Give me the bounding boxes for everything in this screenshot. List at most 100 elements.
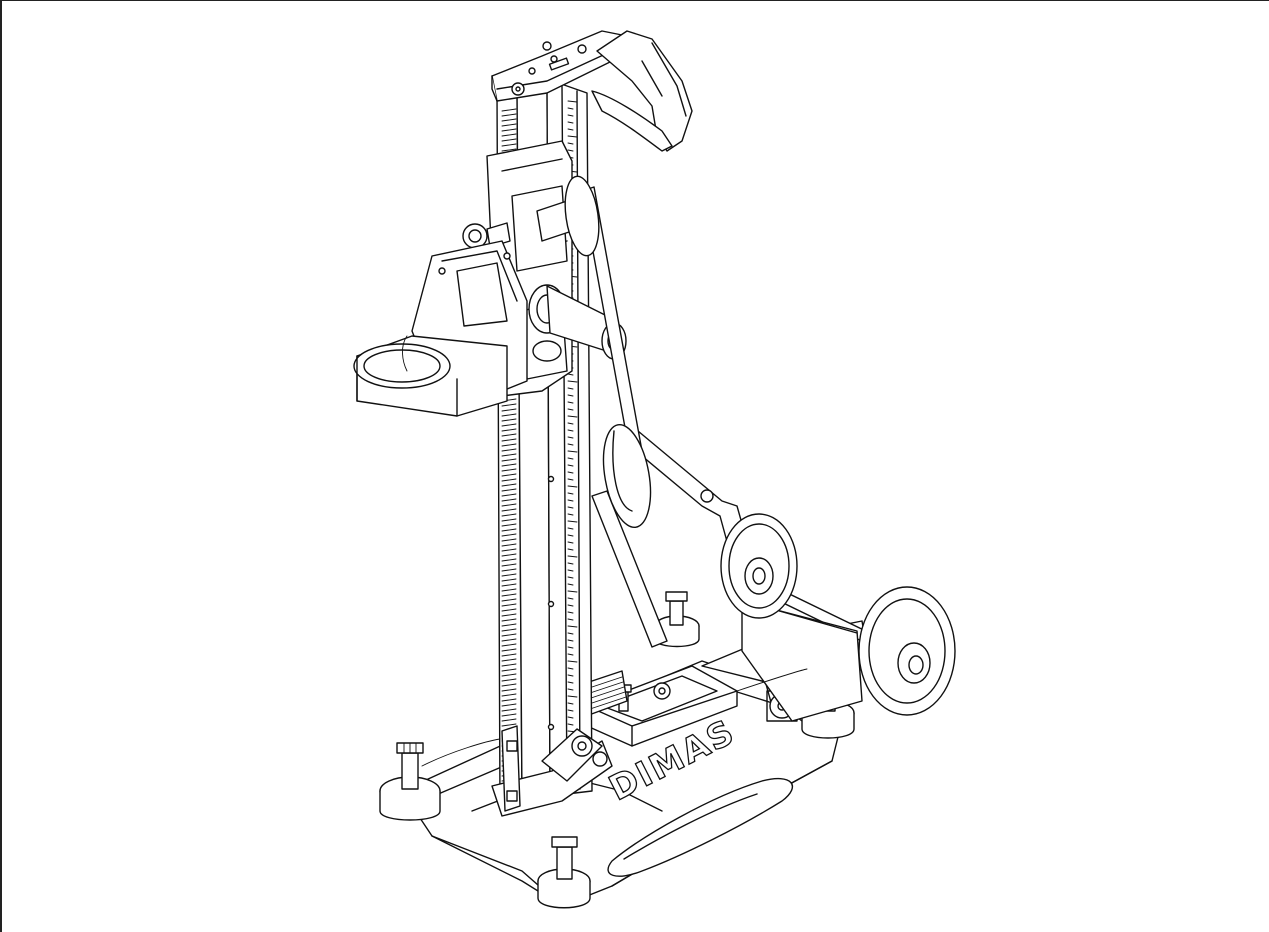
rack-tooth xyxy=(501,703,517,707)
scale-tick xyxy=(567,709,574,712)
rack-tooth xyxy=(501,428,517,432)
rack-tooth xyxy=(501,458,517,462)
rack-tooth xyxy=(501,533,517,537)
scale-tick xyxy=(567,632,574,635)
wheel-rear xyxy=(720,513,798,619)
scale-tick xyxy=(567,695,578,698)
rack-tooth xyxy=(501,658,517,662)
rack-tooth xyxy=(501,623,517,627)
rack-tooth xyxy=(501,488,517,492)
rack-tooth xyxy=(501,563,517,567)
rack-tooth xyxy=(501,118,517,122)
leveling-foot-left xyxy=(379,742,441,821)
scale-tick xyxy=(567,128,574,131)
scale-tick xyxy=(567,506,574,509)
rack-tooth xyxy=(501,508,517,512)
scale-tick xyxy=(567,142,574,145)
cable xyxy=(421,668,808,767)
rack-tooth xyxy=(501,408,517,412)
scale-tick xyxy=(567,478,574,481)
scale-tick xyxy=(567,499,574,502)
rack-tooth xyxy=(501,453,517,457)
carry-handle xyxy=(591,30,693,152)
rack-tooth xyxy=(501,643,517,647)
rack-tooth xyxy=(501,713,517,717)
scale-tick xyxy=(567,576,574,579)
rack-tooth xyxy=(501,723,517,727)
scale-tick xyxy=(567,114,574,117)
rack-tooth xyxy=(501,708,517,712)
scale-tick xyxy=(567,380,578,383)
feed-lever-arm xyxy=(564,175,652,529)
scale-tick xyxy=(567,604,574,607)
scale-tick xyxy=(567,443,574,446)
scale-tick xyxy=(567,415,578,418)
rack-tooth xyxy=(501,553,517,557)
rack-tooth xyxy=(501,618,517,622)
rack-tooth xyxy=(501,573,517,577)
rack-tooth xyxy=(501,548,517,552)
rack-tooth xyxy=(501,663,517,667)
column-top-cap xyxy=(491,30,628,102)
rack-tooth xyxy=(501,673,517,677)
rack-tooth xyxy=(501,413,517,417)
rack-tooth xyxy=(501,603,517,607)
scale-tick xyxy=(567,688,574,691)
scale-tick xyxy=(567,464,574,467)
rack-tooth xyxy=(501,498,517,502)
rack-tooth xyxy=(501,638,517,642)
scale-tick xyxy=(567,471,574,474)
rack-tooth xyxy=(501,148,517,152)
rack-tooth xyxy=(501,598,517,602)
rack-tooth xyxy=(501,678,517,682)
rack-tooth xyxy=(501,473,517,477)
rack-tooth xyxy=(501,693,517,697)
rack-tooth xyxy=(501,588,517,592)
scale-tick xyxy=(567,541,574,544)
rack-tooth xyxy=(501,128,517,132)
rack-tooth xyxy=(501,683,517,687)
rack-tooth xyxy=(501,143,517,147)
rack-tooth xyxy=(501,578,517,582)
scale-tick xyxy=(567,429,574,432)
scale-tick xyxy=(567,639,574,642)
scale-tick xyxy=(567,100,578,103)
rack-tooth xyxy=(501,123,517,127)
column-foot-bracket xyxy=(491,725,613,817)
rack-tooth xyxy=(501,568,517,572)
wheel-front xyxy=(858,586,956,716)
scale-tick xyxy=(567,492,574,495)
scale-tick xyxy=(567,457,574,460)
scale-tick xyxy=(567,422,574,425)
scale-tick xyxy=(567,646,574,649)
scale-tick xyxy=(567,534,574,537)
rack-tooth xyxy=(501,438,517,442)
scale-tick xyxy=(567,548,574,551)
rack-tooth xyxy=(501,483,517,487)
rack-tooth xyxy=(501,558,517,562)
rack-tooth xyxy=(501,518,517,522)
scale-tick xyxy=(567,660,578,663)
scale-tick xyxy=(567,716,574,719)
rack-tooth xyxy=(501,448,517,452)
scale-tick xyxy=(567,408,574,411)
scale-tick xyxy=(567,520,578,523)
scale-tick xyxy=(567,702,574,705)
scale-tick xyxy=(567,674,574,677)
scale-tick xyxy=(567,373,574,376)
scale-tick xyxy=(567,555,578,558)
rack-tooth xyxy=(501,543,517,547)
rack-tooth xyxy=(501,653,517,657)
scale-tick xyxy=(567,681,574,684)
rack-tooth xyxy=(501,138,517,142)
rack-tooth xyxy=(501,613,517,617)
scale-tick xyxy=(567,625,578,628)
scale-tick xyxy=(567,107,574,110)
scale-tick xyxy=(567,401,574,404)
rack-tooth xyxy=(501,648,517,652)
scale-tick xyxy=(567,527,574,530)
rack-tooth xyxy=(501,668,517,672)
scale-tick xyxy=(567,135,578,138)
